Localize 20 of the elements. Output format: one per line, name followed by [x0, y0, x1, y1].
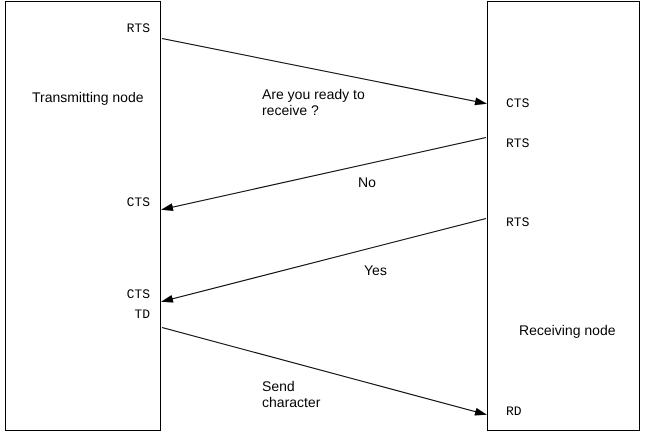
- node-title: Receiving node: [519, 322, 617, 338]
- arrow: [161, 137, 486, 212]
- signal-name: CTS: [506, 96, 530, 111]
- signal-name: CTS: [126, 195, 150, 210]
- signal-name: RTS: [126, 21, 150, 36]
- node-title: Transmitting node: [32, 89, 145, 105]
- edge-label: Send character: [262, 378, 322, 410]
- arrow: [162, 38, 487, 106]
- node-box: [487, 1, 640, 431]
- edge-label: Yes: [364, 262, 388, 278]
- signal-name: RD: [506, 404, 522, 419]
- node-box: [5, 1, 161, 431]
- signal-name: RTS: [506, 136, 530, 151]
- signal-name: TD: [134, 307, 150, 322]
- edge-label: Are you ready to receive ?: [262, 86, 366, 118]
- arrow: [161, 218, 486, 303]
- edge-label: No: [358, 174, 377, 190]
- signal-name: RTS: [506, 215, 530, 230]
- arrow: [162, 327, 487, 416]
- signal-name: CTS: [126, 287, 150, 302]
